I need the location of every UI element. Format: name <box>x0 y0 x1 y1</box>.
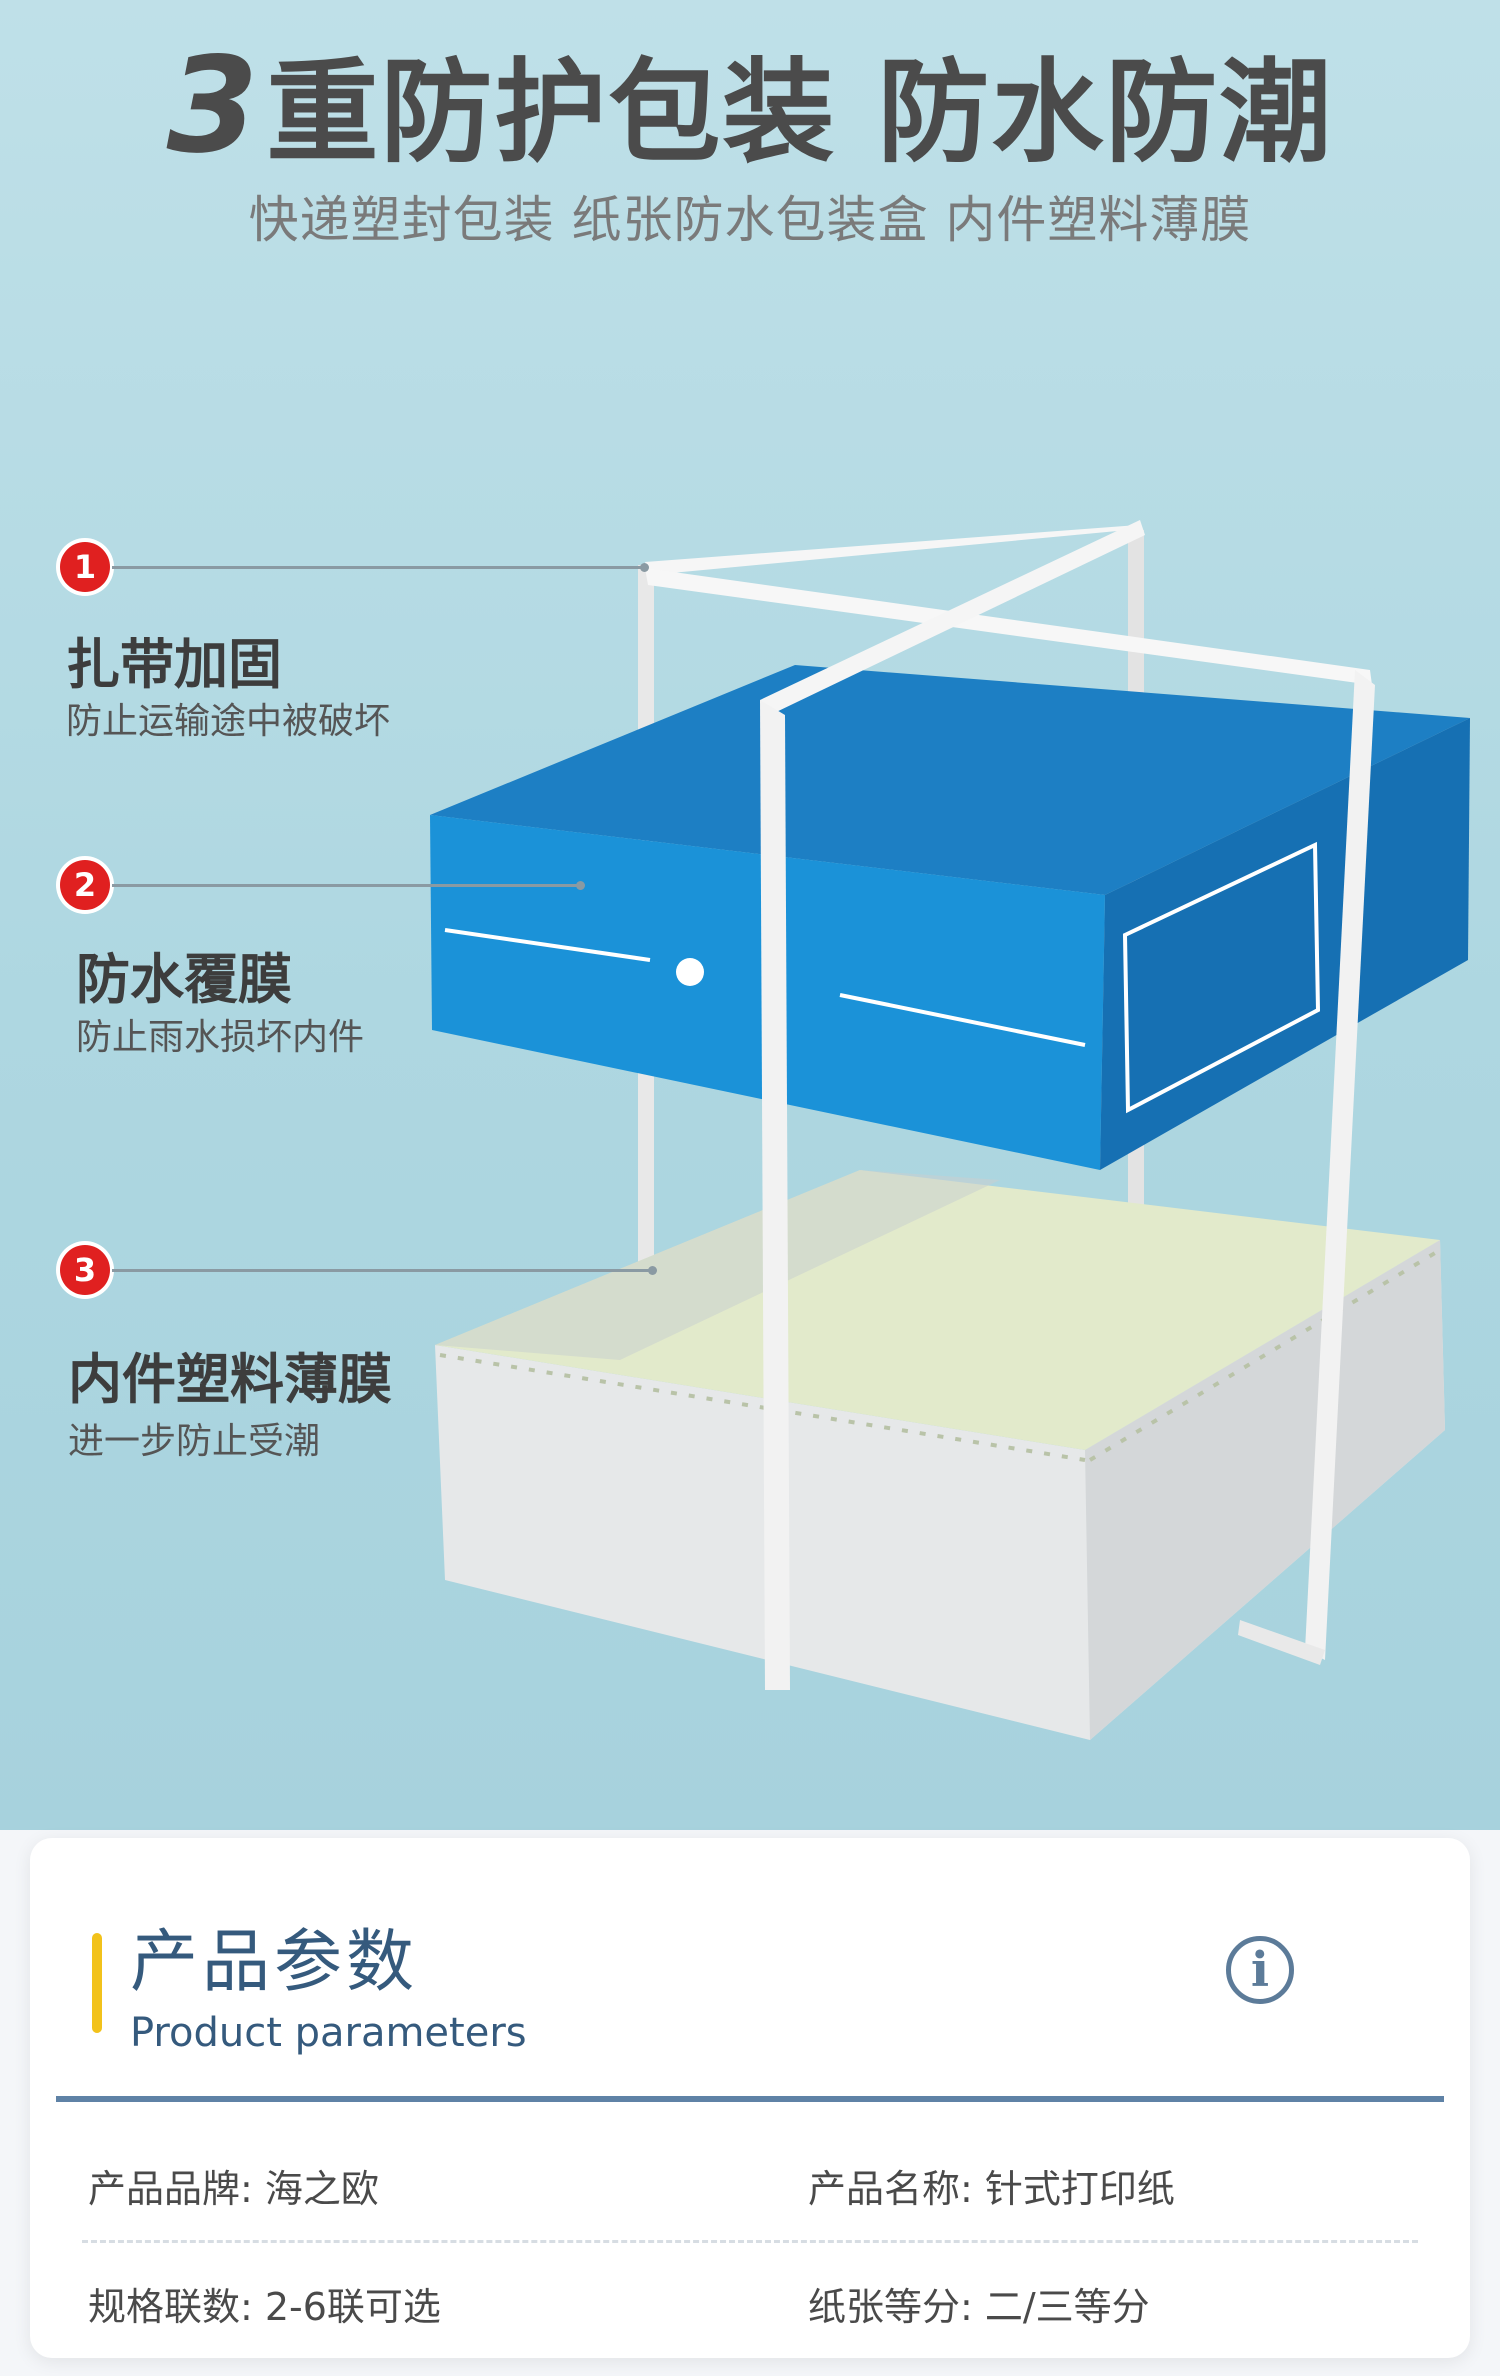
callout-badge-2: 2 <box>60 860 110 910</box>
param-product-name: 产品名称:针式打印纸 <box>808 2158 1175 2213</box>
package-illustration <box>430 520 1470 1740</box>
box-label-frame <box>1122 841 1321 1114</box>
box-stripe-right <box>839 993 1086 1047</box>
title-accent-bar <box>92 1933 102 2033</box>
param-value: 二/三等分 <box>984 2285 1150 2329</box>
strap-top-back <box>645 525 1138 575</box>
callout-leader-2 <box>112 884 582 887</box>
product-params-panel: 产品参数 Product parameters i 产品品牌:海之欧 产品名称:… <box>30 1838 1470 2358</box>
param-key: 纸张等分: <box>808 2285 973 2329</box>
headline: 3重防护包装 防水防潮 <box>0 22 1500 184</box>
callout-dot-3 <box>648 1266 657 1275</box>
param-ply: 规格联数:2-6联可选 <box>88 2276 441 2331</box>
blue-box <box>430 665 1470 1170</box>
callout-dot-1 <box>640 563 649 572</box>
paper-top-face <box>435 1170 1440 1450</box>
paper-stack <box>435 1170 1445 1740</box>
strap-right-vertical <box>1305 670 1375 1660</box>
param-brand: 产品品牌:海之欧 <box>88 2158 379 2213</box>
strap-top-long <box>645 568 1372 685</box>
params-divider <box>56 2096 1444 2102</box>
param-key: 规格联数: <box>88 2285 253 2329</box>
hero-section: 3重防护包装 防水防潮 快递塑封包装 纸张防水包装盒 内件塑料薄膜 <box>0 0 1500 1830</box>
strap-bottom <box>1238 1620 1325 1665</box>
param-value: 针式打印纸 <box>984 2167 1175 2211</box>
info-icon[interactable]: i <box>1226 1936 1294 2004</box>
callout-desc-3: 进一步防止受潮 <box>68 1421 321 1462</box>
headline-number: 3 <box>166 29 261 183</box>
strap-front-vertical <box>760 700 790 1690</box>
param-value: 海之欧 <box>264 2167 379 2211</box>
box-top-face <box>430 665 1470 895</box>
paper-perforation <box>439 1353 1086 1462</box>
headline-text: 重防护包装 防水防潮 <box>266 48 1334 178</box>
paper-side-face <box>1085 1240 1445 1740</box>
param-row: 规格联数:2-6联可选 纸张等分:二/三等分 <box>30 2276 1470 2376</box>
strap-top-cross <box>760 520 1145 715</box>
param-division: 纸张等分:二/三等分 <box>808 2276 1150 2331</box>
callout-desc-2: 防止雨水损坏内件 <box>76 1017 365 1058</box>
callout-dot-2 <box>576 881 585 890</box>
box-side-face <box>1100 718 1470 1170</box>
callout-title-2: 防水覆膜 <box>76 948 292 1011</box>
param-key: 产品品牌: <box>88 2167 253 2211</box>
subline: 快递塑封包装 纸张防水包装盒 内件塑料薄膜 <box>248 191 1252 249</box>
callout-leader-1 <box>112 566 642 569</box>
callout-badge-3: 3 <box>60 1245 110 1295</box>
param-value: 2-6联可选 <box>264 2285 441 2329</box>
callout-badge-1: 1 <box>60 542 110 592</box>
box-logo-mark <box>676 958 704 986</box>
paper-shadow <box>435 1170 1000 1360</box>
params-subtitle: Product parameters <box>130 2010 527 2056</box>
box-stripe-left <box>444 928 651 962</box>
callout-title-3: 内件塑料薄膜 <box>68 1348 392 1411</box>
param-key: 产品名称: <box>808 2167 973 2211</box>
callout-title-1: 扎带加固 <box>66 633 282 696</box>
callout-leader-3 <box>112 1269 652 1272</box>
param-row: 产品品牌:海之欧 产品名称:针式打印纸 <box>30 2158 1470 2258</box>
callout-desc-1: 防止运输途中被破坏 <box>66 701 391 742</box>
row-separator <box>82 2240 1418 2243</box>
params-title: 产品参数 <box>130 1923 419 2002</box>
